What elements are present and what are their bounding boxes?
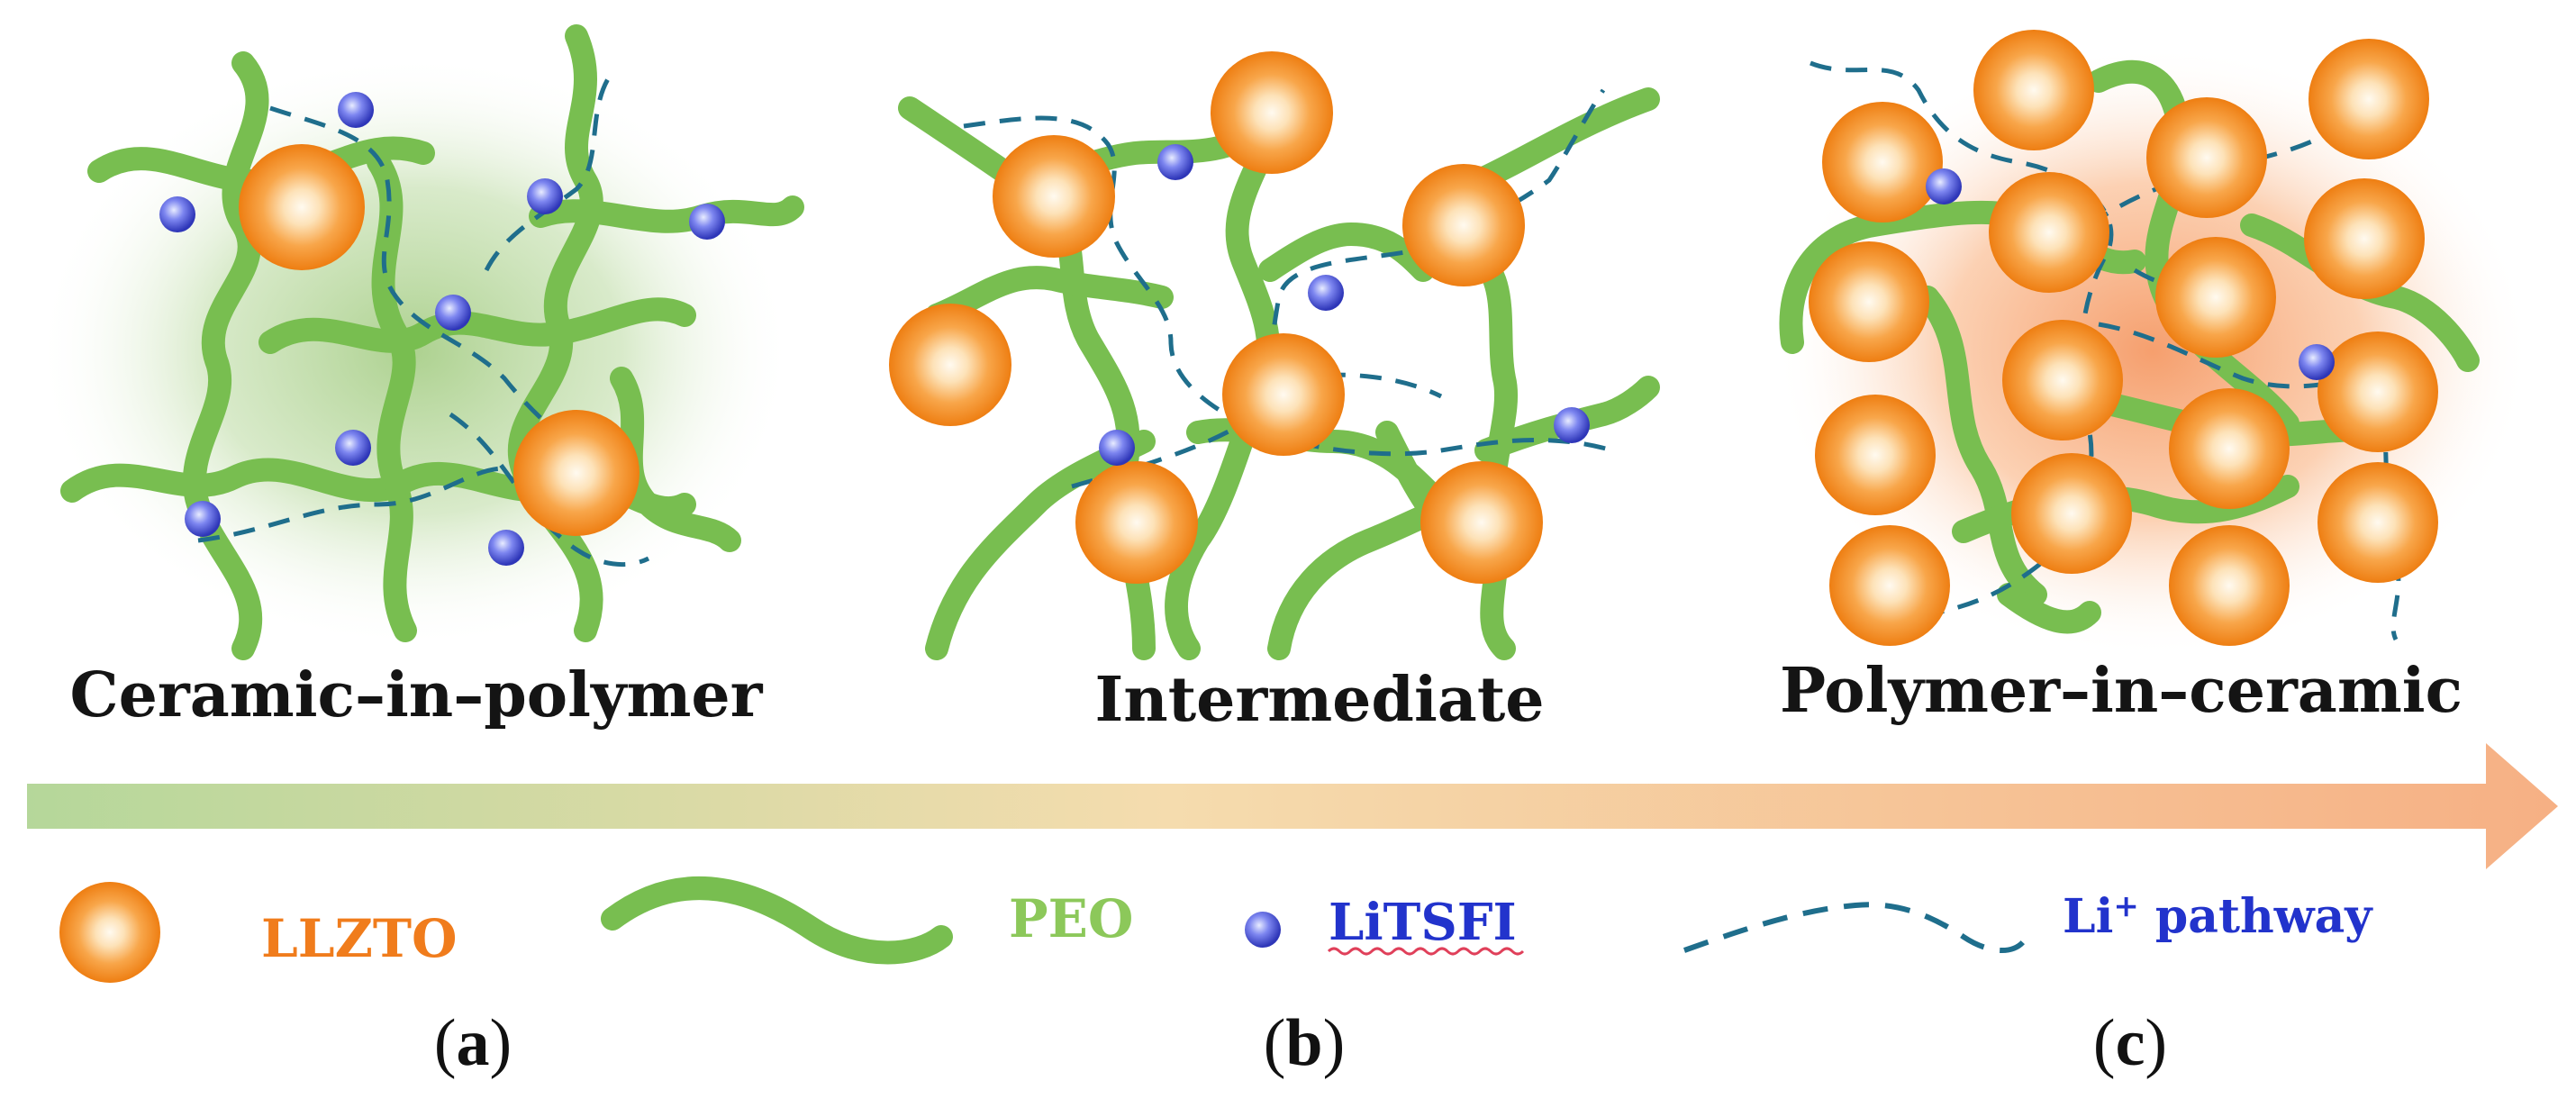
salt: [527, 178, 563, 214]
legend-litsfi-underline: [1327, 947, 1525, 956]
salt: [338, 92, 374, 128]
salt: [159, 196, 195, 232]
particle: [513, 410, 639, 536]
particle: [2155, 237, 2276, 358]
legend-peo-icon: [601, 876, 953, 965]
panel-a-li-pathway: [197, 70, 650, 568]
particle: [1815, 395, 1936, 515]
panel-label-a: (a): [434, 1006, 512, 1080]
salt: [1099, 430, 1135, 466]
particle: [1211, 51, 1333, 174]
panel-c-litsfi-salts: [1926, 168, 2335, 380]
particle: [2169, 388, 2290, 509]
particle: [1989, 172, 2109, 293]
particle: [1973, 30, 2094, 150]
panel-b-litsfi-salts: [1099, 144, 1590, 466]
panel-titles: Ceramic–in–polymer Intermediate Polymer–…: [69, 655, 2463, 736]
particle: [1829, 525, 1950, 646]
particle: [1420, 461, 1543, 584]
panel-a-litsfi-salts: [159, 92, 725, 566]
title-ceramic-in-polymer: Ceramic–in–polymer: [69, 659, 763, 731]
particle: [2317, 331, 2438, 452]
particle: [1809, 241, 1929, 362]
salt: [335, 430, 371, 466]
panel-letters: (a) (b) (c): [434, 1006, 2167, 1080]
panel-b: [889, 51, 1660, 660]
particle: [993, 135, 1115, 258]
particle: [2146, 97, 2267, 218]
panel-c-llzto-particles: [1809, 30, 2438, 646]
legend-pathway-label: Li+ pathway: [2063, 888, 2373, 944]
particle: [1822, 102, 1943, 222]
salt: [689, 204, 725, 240]
particle: [1075, 461, 1198, 584]
particle: [2308, 39, 2429, 159]
legend-llzto-icon: [59, 882, 160, 983]
panel-b-llzto-particles: [889, 51, 1543, 584]
salt: [1554, 407, 1590, 443]
legend-peo-label: PEO: [1009, 888, 1133, 949]
legend: LLZTO PEO LiTSFI Li+ pathway: [59, 876, 2373, 983]
particle: [2317, 462, 2438, 583]
panel-a-llzto-particles: [239, 144, 639, 536]
legend-llzto-label: LLZTO: [261, 908, 458, 969]
composition-arrow: [27, 743, 2558, 869]
legend-litsfi-icon: [1245, 912, 1281, 948]
particle: [2002, 320, 2123, 440]
panel-label-b: (b): [1264, 1006, 1345, 1080]
particle: [239, 144, 365, 270]
salt: [2299, 344, 2335, 380]
salt: [1157, 144, 1193, 180]
particle: [2304, 178, 2425, 299]
particle: [2011, 453, 2132, 574]
legend-pathway-icon: [1683, 902, 2029, 953]
particle: [889, 304, 1011, 426]
title-intermediate: Intermediate: [1094, 664, 1544, 736]
panel-b-li-pathway: [963, 88, 1613, 489]
particle: [1222, 333, 1345, 456]
legend-litsfi-label: LiTSFI: [1329, 893, 1517, 952]
salt: [1308, 275, 1344, 311]
salt: [488, 530, 524, 566]
title-polymer-in-ceramic: Polymer–in–ceramic: [1780, 655, 2463, 727]
panel-label-c: (c): [2093, 1006, 2167, 1080]
panel-a: [36, 24, 804, 660]
salt: [435, 295, 471, 331]
salt: [185, 501, 221, 537]
panel-c: [1774, 30, 2531, 658]
salt: [1926, 168, 1962, 204]
particle: [2169, 525, 2290, 646]
particle: [1402, 164, 1525, 286]
